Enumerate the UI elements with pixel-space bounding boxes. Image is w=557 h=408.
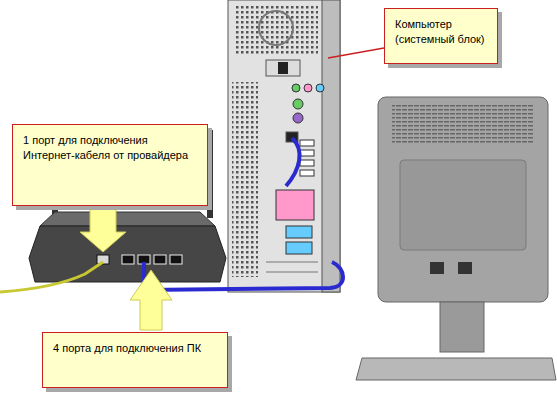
- router-body: [29, 226, 226, 282]
- slot-cover: [266, 272, 318, 273]
- tower-vent: [232, 82, 258, 277]
- callout-box: 1 порт для подключения Интернет-кабеля о…: [12, 124, 208, 206]
- system-unit: [228, 0, 340, 292]
- audio-jack: [316, 84, 324, 92]
- audio-jack: [292, 84, 300, 92]
- monitor-vent: [392, 104, 534, 144]
- power-socket: [266, 60, 300, 76]
- slot-cover: [266, 262, 318, 263]
- usb-port: [300, 160, 314, 166]
- vga-port: [286, 226, 312, 238]
- serial-port: [286, 242, 312, 254]
- fan: [259, 11, 293, 45]
- monitor-back: [378, 97, 548, 302]
- tower-vent: [234, 4, 318, 54]
- monitor-base: [356, 358, 556, 380]
- usb-port: [300, 140, 314, 146]
- lan-port: [154, 255, 166, 264]
- lan-port: [122, 255, 134, 264]
- monitor: [356, 97, 556, 380]
- monitor-panel: [400, 160, 526, 250]
- ps2-port: [293, 113, 303, 123]
- callout-arrow: [130, 270, 172, 330]
- callout-text: 1 порт для подключения Интернет-кабеля о…: [23, 133, 197, 163]
- usb-port: [300, 170, 314, 176]
- tower-side: [322, 0, 340, 292]
- leader-line: [328, 48, 384, 58]
- callout-text: 4 порта для подключения ПК: [53, 341, 217, 356]
- power-switch: [278, 62, 288, 74]
- router-top: [40, 212, 215, 226]
- lan-port: [170, 255, 182, 264]
- callout-box: 4 порта для подключения ПК: [42, 332, 228, 388]
- tower-body: [228, 0, 340, 292]
- monitor-connector: [430, 262, 444, 274]
- internet-cable: [0, 262, 103, 292]
- monitor-neck: [440, 302, 484, 352]
- patch-cable: [286, 138, 300, 186]
- monitor-connector: [458, 262, 472, 274]
- parallel-port: [276, 190, 314, 220]
- callout-box: Компьютер (системный блок): [384, 8, 498, 64]
- ps2-port: [293, 99, 303, 109]
- patch-cable: [144, 262, 343, 290]
- callout-text: Компьютер (системный блок): [395, 17, 487, 47]
- usb-port: [300, 150, 314, 156]
- callout-arrow: [80, 206, 126, 252]
- audio-jack: [304, 84, 312, 92]
